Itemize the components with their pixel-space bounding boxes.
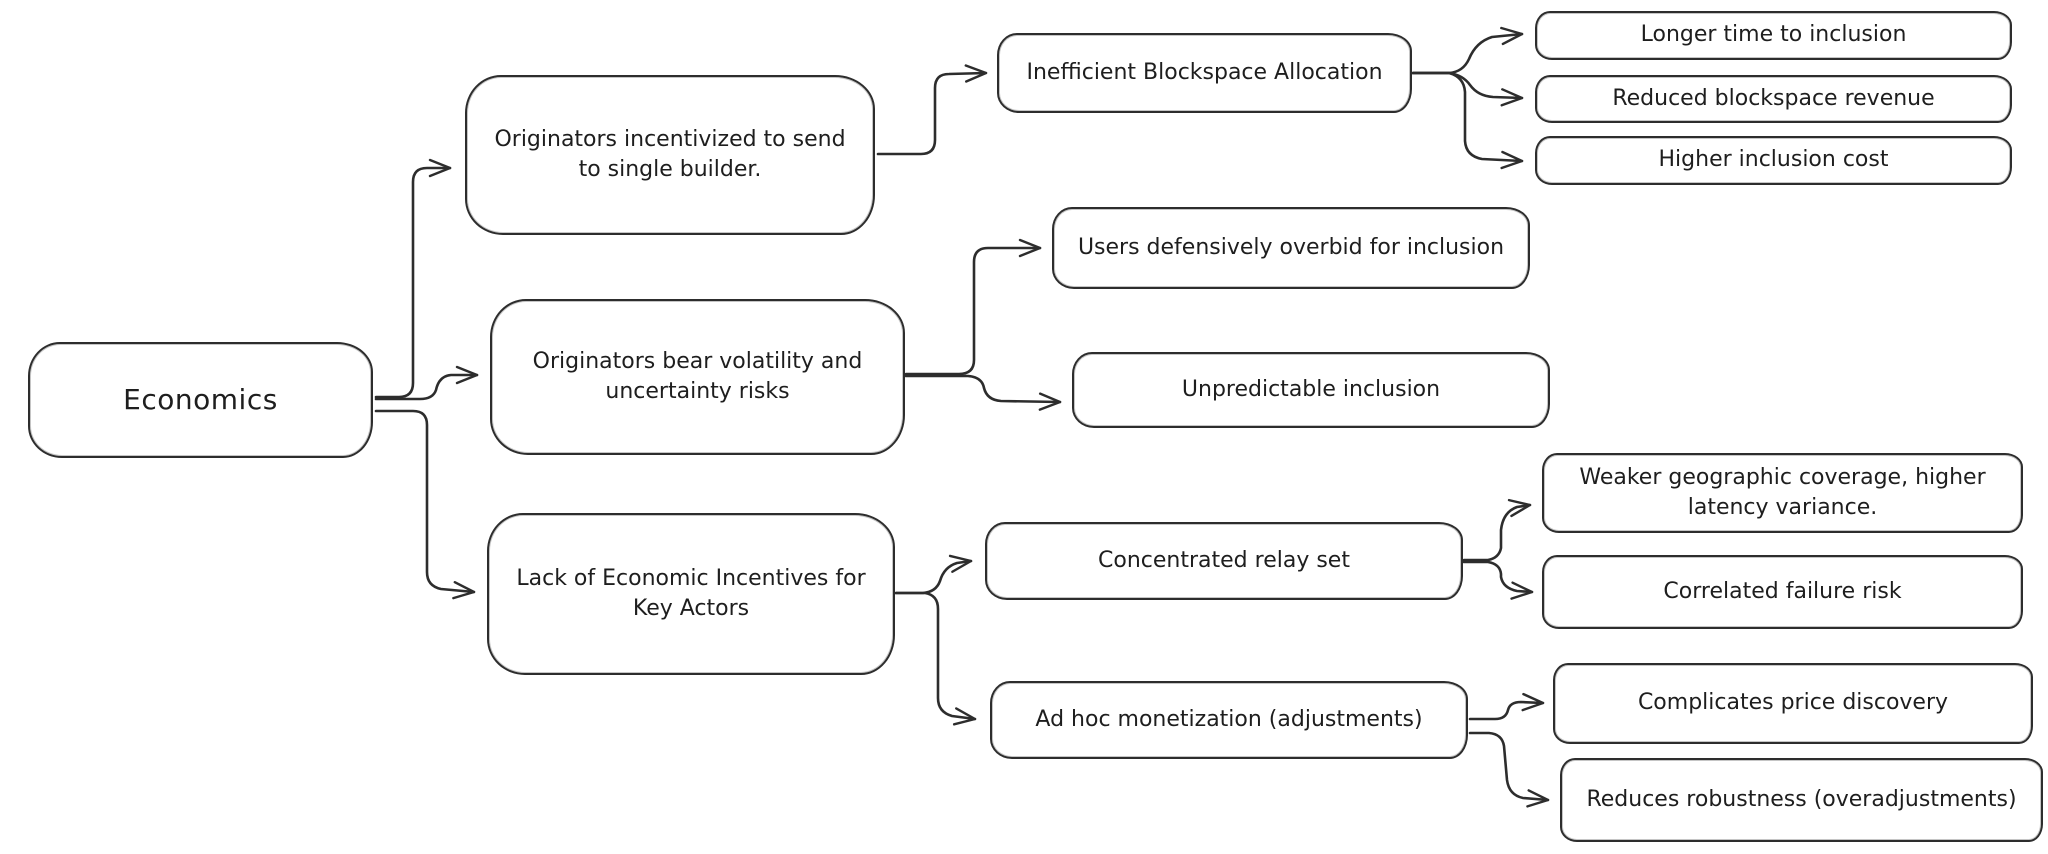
node-adhoc-monetization[interactable]: Ad hoc monetization (adjustments) (990, 681, 1468, 759)
node-inefficient-blockspace-allocation[interactable]: Inefficient Blockspace Allocation (997, 33, 1412, 113)
node-lack-of-economic-incentives[interactable]: Lack of Economic Incentives for Key Acto… (487, 513, 895, 675)
node-label: Reduced blockspace revenue (1612, 85, 1935, 111)
node-reduces-robustness[interactable]: Reduces robustness (overadjustments) (1560, 758, 2043, 842)
node-label: Lack of Economic Incentives for Key Acto… (516, 565, 866, 621)
connector-blockspace-to-longer-time (1411, 26, 1524, 75)
connector-relay-to-geographic (1462, 498, 1532, 562)
connector-economics-to-lack-of-incentives (374, 409, 476, 600)
node-complicates-price-discovery[interactable]: Complicates price discovery (1553, 663, 2033, 744)
connector-economics-to-volatility (374, 365, 479, 401)
node-label: Reduces robustness (overadjustments) (1586, 786, 2017, 812)
node-reduced-blockspace-revenue[interactable]: Reduced blockspace revenue (1535, 75, 2012, 123)
node-label: Originators incentivized to send to sing… (494, 126, 846, 182)
node-label: Higher inclusion cost (1658, 147, 1889, 173)
connector-blockspace-to-higher-cost (1411, 71, 1524, 170)
connector-single-builder-to-blockspace (876, 64, 988, 156)
connector-volatility-to-unpredictable (904, 374, 1062, 411)
node-label: Users defensively overbid for inclusion (1077, 234, 1505, 260)
node-users-defensively-overbid[interactable]: Users defensively overbid for inclusion (1052, 207, 1530, 289)
node-higher-inclusion-cost[interactable]: Higher inclusion cost (1535, 136, 2012, 185)
node-label: Economics (123, 382, 278, 416)
node-label: Correlated failure risk (1663, 578, 1902, 604)
connector-volatility-to-overbid (904, 238, 1042, 376)
node-label: Longer time to inclusion (1640, 22, 1907, 48)
node-unpredictable-inclusion[interactable]: Unpredictable inclusion (1072, 352, 1550, 428)
node-originators-single-builder[interactable]: Originators incentivized to send to sing… (465, 75, 875, 235)
node-label: Inefficient Blockspace Allocation (1026, 59, 1383, 85)
node-label: Unpredictable inclusion (1181, 376, 1441, 402)
node-economics[interactable]: Economics (28, 342, 373, 458)
node-concentrated-relay-set[interactable]: Concentrated relay set (985, 522, 1463, 600)
connector-incentives-to-adhoc (894, 591, 977, 726)
connector-blockspace-to-reduced-revenue (1411, 71, 1524, 107)
connector-adhoc-to-price-discovery (1468, 692, 1545, 721)
connector-relay-to-correlated-failure (1462, 560, 1534, 600)
node-originators-volatility-risks[interactable]: Originators bear volatility and uncertai… (490, 299, 905, 455)
node-label: Weaker geographic coverage, higher laten… (1579, 464, 1986, 520)
connector-economics-to-single-builder (374, 158, 452, 399)
node-label: Originators bear volatility and uncertai… (532, 348, 863, 404)
connector-adhoc-to-robustness (1468, 731, 1550, 808)
connector-incentives-to-relay-set (894, 554, 973, 595)
node-label: Concentrated relay set (1098, 547, 1350, 573)
node-label: Ad hoc monetization (adjustments) (1035, 706, 1423, 732)
node-weaker-geographic-coverage[interactable]: Weaker geographic coverage, higher laten… (1542, 453, 2023, 533)
node-longer-time-to-inclusion[interactable]: Longer time to inclusion (1535, 11, 2012, 60)
node-label: Complicates price discovery (1637, 690, 1949, 716)
node-correlated-failure-risk[interactable]: Correlated failure risk (1542, 555, 2023, 629)
